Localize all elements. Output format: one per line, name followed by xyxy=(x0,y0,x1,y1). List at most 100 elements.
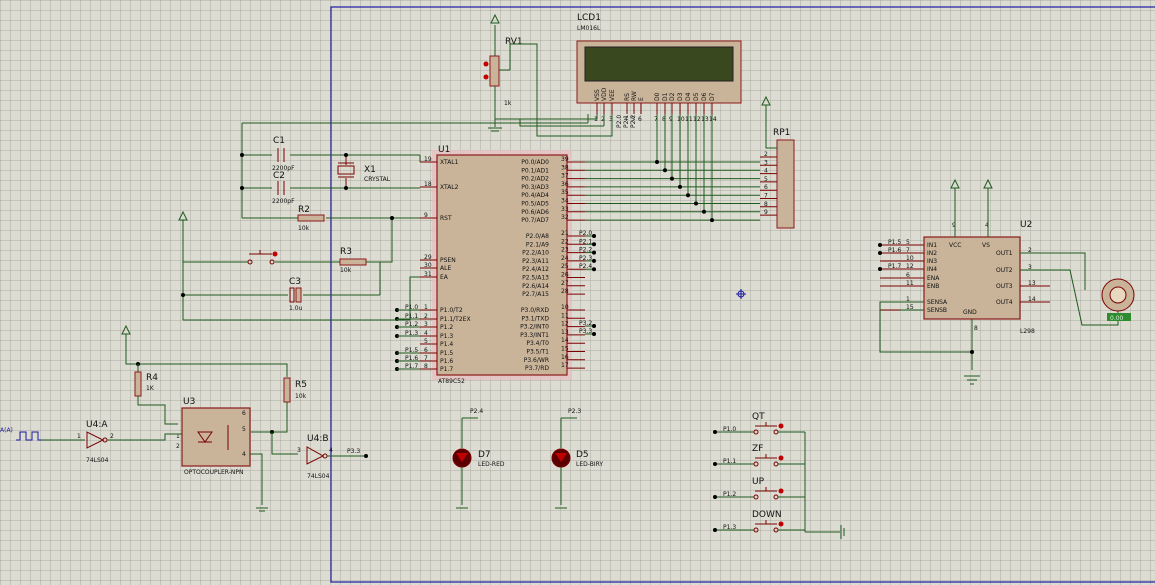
u1-pin-number: 29 xyxy=(424,254,432,261)
dc-motor[interactable]: 0.00 xyxy=(1101,278,1135,322)
capacitor-c3[interactable]: C3 1.0u xyxy=(289,277,303,312)
net-label: P1.5 xyxy=(888,239,901,246)
u2-pin-name: IN3 xyxy=(927,258,937,265)
svg-text:U4:A: U4:A xyxy=(86,420,108,430)
u1-pin-number: 2 xyxy=(424,313,428,320)
lcd-ref: LCD1 xyxy=(577,13,601,23)
u1-pin-number: 34 xyxy=(561,198,569,205)
capacitor-c2[interactable]: C2 2200pF xyxy=(272,171,295,205)
inverter-u4a[interactable]: U4:A 74LS04 1 2 xyxy=(77,420,114,464)
lcd-pin-label: D7 xyxy=(709,92,716,101)
net-label: P1.7 xyxy=(888,263,901,270)
u2-pin-name: ENA xyxy=(927,275,940,282)
lcd-pin-number: 7 xyxy=(654,116,658,123)
lcd-pin-label: RW xyxy=(631,91,638,101)
u1-pin-number: 38 xyxy=(561,164,569,171)
svg-text:D7: D7 xyxy=(478,450,491,460)
lcd-module[interactable]: LCD1 LM016L VSS1VDD2VEE3RS4RW5E6D07D18D2… xyxy=(576,13,742,123)
u1-pin-name: ALE xyxy=(440,265,451,272)
resistor-r3[interactable]: R3 10k xyxy=(339,247,367,274)
lcd-pin-number: 4 xyxy=(624,116,628,123)
net-label: P1.2 xyxy=(723,491,736,498)
led-d7[interactable]: P2.4 D7 LED-RED xyxy=(452,408,505,509)
svg-text:U3: U3 xyxy=(183,397,195,407)
svg-text:10k: 10k xyxy=(295,393,307,400)
svg-text:P2.1: P2.1 xyxy=(623,115,630,128)
svg-text:1.0u: 1.0u xyxy=(289,305,303,312)
u1-pin-name: P2.5/A13 xyxy=(522,275,549,282)
u1-pin-number: 23 xyxy=(561,247,569,254)
capacitor-c1[interactable]: C1 2200pF xyxy=(272,136,295,172)
power-terminal-rp1 xyxy=(761,95,771,106)
svg-text:6: 6 xyxy=(242,410,246,417)
u1-pin-name: P3.6/WR xyxy=(524,357,549,364)
u1-pin-name: P1.6 xyxy=(440,358,453,365)
u2-pin-name: OUT2 xyxy=(996,267,1013,274)
rv1-potentiometer[interactable]: RV1 1k xyxy=(483,37,523,107)
crystal-x1[interactable]: X1 CRYSTAL xyxy=(337,155,391,188)
resistor-r5[interactable]: R5 10k xyxy=(283,377,307,403)
u1-pin-name: P0.7/AD7 xyxy=(521,217,549,224)
u1-pin-number: 13 xyxy=(561,329,569,336)
u2-pin-name: SENSB xyxy=(927,307,947,314)
lcd-pin-number: 2 xyxy=(601,116,605,123)
reset-button[interactable] xyxy=(247,250,278,265)
u1-pin-number: 9 xyxy=(424,212,428,219)
inverter-u4b[interactable]: U4:B 74LS04 3 4 xyxy=(297,434,333,480)
u1-pin-number: 10 xyxy=(561,304,569,311)
optocoupler-u3[interactable]: U3 OPTOCOUPLER-NPN 1 2 6 5 4 xyxy=(176,397,251,476)
svg-text:5: 5 xyxy=(242,426,246,433)
rp1-pin-number: 9 xyxy=(764,209,768,216)
u1-pin-name: P3.0/RXD xyxy=(521,307,549,314)
net-label: P1.1 xyxy=(405,313,418,320)
u1-pin-number: 11 xyxy=(561,312,569,319)
u1-pin-number: 31 xyxy=(424,271,432,278)
svg-text:R2: R2 xyxy=(298,205,310,215)
svg-text:10k: 10k xyxy=(340,267,352,274)
net-label: P1.5 xyxy=(405,347,418,354)
u1-pin-number: 6 xyxy=(424,347,428,354)
led-d5[interactable]: P2.3 D5 LED-BIRY xyxy=(551,408,603,509)
power-terminal-u2-vcc xyxy=(950,178,993,189)
svg-text:RP1: RP1 xyxy=(773,128,790,138)
resistor-r4[interactable]: R4 1K xyxy=(134,371,158,397)
u1-pin-name: P0.6/AD6 xyxy=(521,209,549,216)
svg-text:P2.0: P2.0 xyxy=(616,115,623,128)
pushbutton-up[interactable]: UP P1.2 xyxy=(713,477,805,500)
u1-pin-name: P1.5 xyxy=(440,350,453,357)
power-terminal-opto xyxy=(121,324,131,335)
lcd-part: LM016L xyxy=(577,25,601,32)
rp1-pin-number: 3 xyxy=(764,159,768,166)
u1-pin-name: XTAL1 xyxy=(440,159,459,166)
power-terminal-left xyxy=(178,210,188,221)
u1-pin-number: 28 xyxy=(561,288,569,295)
signal-generator[interactable]: A(A) xyxy=(0,427,42,441)
svg-text:LED-RED: LED-RED xyxy=(478,461,505,468)
svg-text:U4:B: U4:B xyxy=(307,434,329,444)
u1-pin-number: 32 xyxy=(561,214,569,221)
u1-pin-name: XTAL2 xyxy=(440,184,459,191)
svg-text:CRYSTAL: CRYSTAL xyxy=(364,176,391,183)
svg-text:A(A): A(A) xyxy=(0,427,13,434)
u2-pin-name: IN2 xyxy=(927,250,937,257)
svg-text:1K: 1K xyxy=(146,385,155,392)
net-label: P3.3 xyxy=(579,328,592,335)
ground-u2 xyxy=(964,375,980,385)
button-label: UP xyxy=(752,477,765,487)
ground-buttons xyxy=(840,525,845,539)
svg-text:2200pF: 2200pF xyxy=(272,165,295,172)
u2-pin-number: 6 xyxy=(906,272,910,279)
svg-text:P2.4: P2.4 xyxy=(470,408,483,415)
resistor-r2[interactable]: R2 10k xyxy=(297,205,325,232)
rp1-pin-number: 4 xyxy=(764,168,768,175)
u1-pin-name: P1.4 xyxy=(440,341,453,348)
lcd-pin-label: D5 xyxy=(693,92,700,101)
svg-text:X1: X1 xyxy=(364,165,376,175)
lcd-pin-label: D1 xyxy=(662,92,669,101)
